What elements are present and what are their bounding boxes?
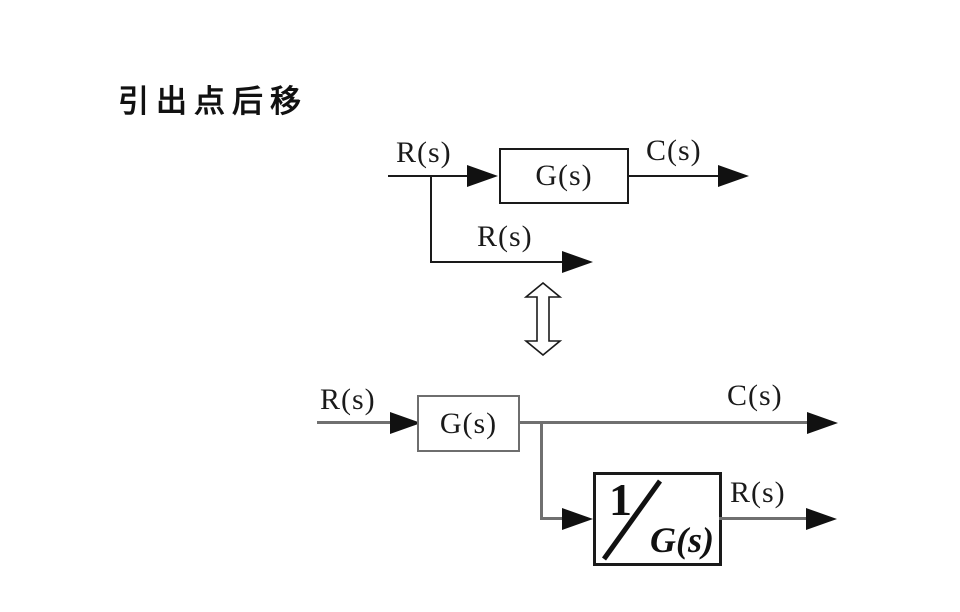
top-branch-line xyxy=(430,261,565,263)
bottom-branch-arrowhead-icon xyxy=(562,508,593,530)
bottom-input-label: R(s) xyxy=(320,383,376,416)
equivalence-double-arrow-icon xyxy=(523,281,563,361)
top-input-line xyxy=(388,175,471,177)
bottom-input-arrowhead-icon xyxy=(390,412,421,434)
branch-output-arrowhead-icon xyxy=(806,508,837,530)
bottom-transfer-block: G(s) xyxy=(417,395,520,452)
page-title: 引出点后移 xyxy=(118,84,308,120)
bottom-output-label: C(s) xyxy=(727,379,783,412)
top-output-label: C(s) xyxy=(646,134,702,167)
bottom-output-arrowhead-icon xyxy=(807,412,838,434)
top-input-arrowhead-icon xyxy=(467,165,498,187)
bottom-branch-line xyxy=(540,517,565,520)
top-branch-label: R(s) xyxy=(477,220,533,253)
top-branch-arrowhead-icon xyxy=(562,251,593,273)
bottom-block-label: G(s) xyxy=(439,406,498,440)
bottom-output-line xyxy=(520,421,810,424)
top-input-label: R(s) xyxy=(396,136,452,169)
fraction-numerator: 1 xyxy=(609,474,633,525)
bottom-pickoff-vertical-line xyxy=(540,423,543,518)
top-pickoff-vertical-line xyxy=(430,176,432,263)
branch-output-label: R(s) xyxy=(730,476,786,509)
top-output-arrowhead-icon xyxy=(718,165,749,187)
top-output-line xyxy=(627,175,719,177)
inverse-block-fraction: 1 G(s) xyxy=(596,474,719,563)
top-block-label: G(s) xyxy=(535,159,593,192)
branch-output-line xyxy=(719,517,809,520)
top-transfer-block: G(s) xyxy=(499,148,629,204)
inverse-transfer-block: 1 G(s) xyxy=(593,472,722,566)
bottom-input-line xyxy=(317,421,393,424)
fraction-denominator: G(s) xyxy=(650,520,714,560)
fraction-slash-icon xyxy=(601,479,663,561)
